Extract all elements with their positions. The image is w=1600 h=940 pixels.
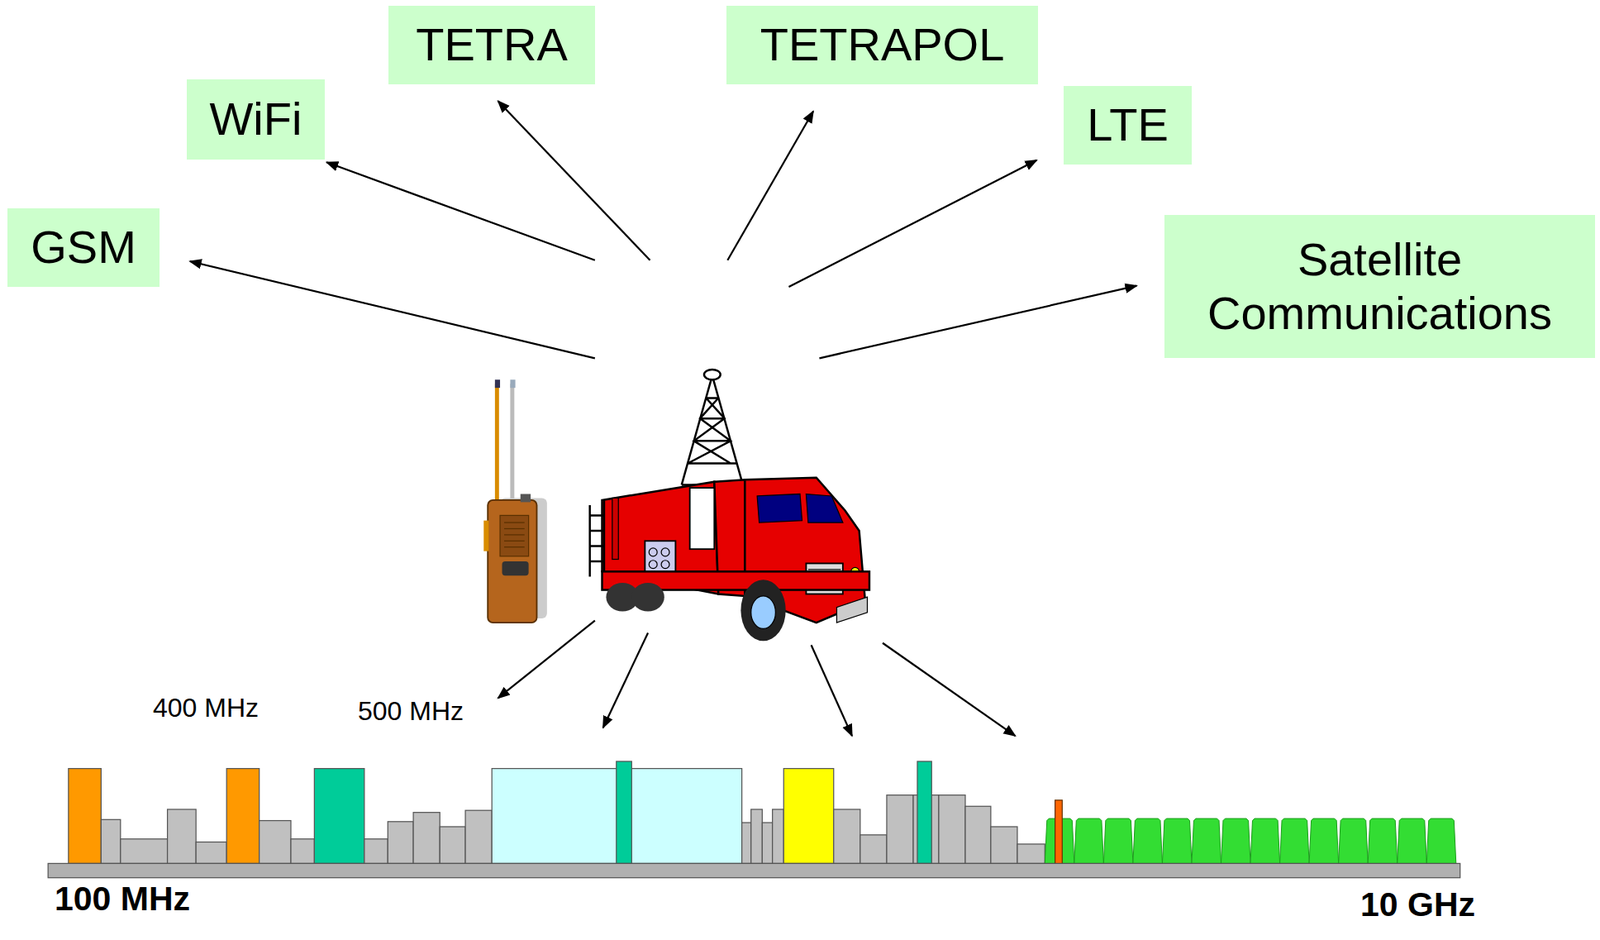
frequency-spectrum [47, 761, 1461, 878]
band-bar [314, 768, 364, 864]
band-bar [465, 809, 492, 863]
technology-box: TETRAPOL [726, 5, 1039, 85]
technology-box: WiFi [186, 79, 325, 160]
frequency-label: 10 GHz [1360, 885, 1476, 924]
band-bar [616, 761, 633, 863]
arrow [788, 160, 1037, 287]
band-bar [833, 809, 861, 863]
technology-box: TETRA [388, 5, 596, 85]
band-bar [761, 822, 772, 863]
band-bar [68, 768, 102, 864]
channel-segment [1280, 818, 1310, 863]
frequency-label: 500 MHz [357, 695, 464, 727]
channel-segment [1103, 818, 1134, 863]
arrow [819, 285, 1137, 359]
arrow [190, 261, 596, 358]
band-bar [751, 809, 763, 863]
channel-segment [1074, 818, 1105, 863]
arrow [326, 161, 596, 261]
channel-segment [1309, 818, 1339, 863]
arrows [190, 100, 1138, 736]
channel-segment [1250, 818, 1281, 863]
channel-segment [1367, 818, 1398, 863]
band-bar [100, 819, 120, 863]
technology-box: Satellite Communications [1164, 214, 1596, 358]
band-bar [259, 820, 291, 864]
channel-segment [1426, 818, 1457, 863]
band-bar [439, 826, 466, 863]
frequency-label: 400 MHz [152, 692, 259, 724]
technology-name: LTE [1086, 98, 1169, 152]
band-bar [120, 838, 168, 864]
band-bar [783, 768, 834, 864]
channel-segment [1397, 818, 1428, 863]
band-bar [195, 841, 227, 863]
technology-name: Satellite Communications [1174, 233, 1586, 340]
frequency-label: 100 MHz [54, 879, 191, 919]
channel-segment [1338, 818, 1369, 863]
technology-name: TETRA [415, 18, 568, 72]
technology-name: TETRAPOL [760, 18, 1005, 72]
arrow [811, 644, 853, 736]
band-bar [1055, 800, 1063, 865]
band-bar [167, 809, 197, 863]
band-bar [413, 812, 440, 864]
arrow [603, 632, 648, 728]
band-bar [1017, 843, 1045, 863]
arrow [882, 642, 1015, 736]
technology-box: LTE [1063, 85, 1192, 165]
arrow [498, 100, 651, 261]
arrow [498, 620, 596, 699]
band-bar [938, 795, 966, 864]
channel-segment [1133, 818, 1163, 863]
arrow [727, 111, 814, 261]
band-bar [772, 809, 785, 863]
band-bar [364, 838, 388, 864]
technology-box: GSM [7, 208, 160, 287]
band-bar [990, 826, 1018, 863]
band-bar [860, 834, 887, 864]
band-bar [917, 761, 932, 863]
band-bar [290, 838, 315, 864]
frequency-axis [47, 862, 1461, 877]
technology-name: GSM [30, 220, 137, 274]
band-bar [886, 795, 914, 864]
band-bar [226, 768, 260, 864]
band-bar [742, 822, 752, 863]
band-bar [965, 805, 991, 863]
band-bar [387, 821, 414, 864]
technology-name: WiFi [209, 92, 303, 146]
channel-segment [1161, 818, 1192, 863]
channel-segment [1221, 818, 1252, 863]
handheld-radio [483, 379, 548, 623]
channel-segment [1191, 818, 1222, 863]
fire-truck [590, 369, 870, 641]
